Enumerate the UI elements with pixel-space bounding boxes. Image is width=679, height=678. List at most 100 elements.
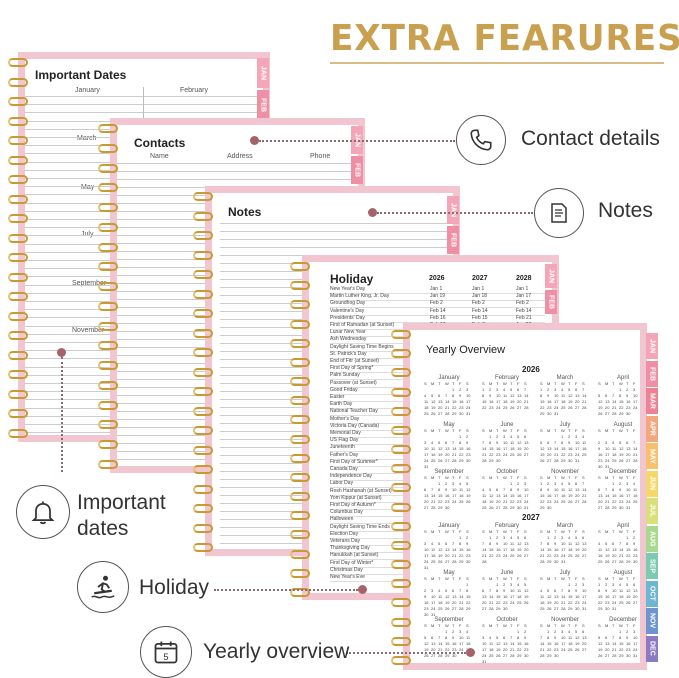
calendar-day: 25 [619,600,624,605]
tab-jan[interactable]: JAN [646,333,658,359]
calendar-day: 2 [424,588,427,593]
calendar-day: 25 [503,405,508,410]
calendar-day: 1 [612,481,615,486]
calendar-day: 10 [554,393,559,398]
calendar-day: 7 [452,440,455,445]
calendar-day: 29 [598,606,603,611]
tab-sep[interactable]: SEP [646,553,658,579]
holiday-name: Labor Day [330,480,354,487]
holiday-name: First Day of Autumn* [330,502,376,508]
tab-jan[interactable]: JAN [257,58,269,88]
calendar-day: 26 [575,553,580,558]
tab-feb[interactable]: FEB [257,90,269,120]
calendar-day: 13 [605,641,610,646]
calendar-day: 23 [633,553,638,558]
calendar-day: 20 [424,499,429,504]
spiral-ring [8,58,28,67]
calendar-day: 28 [459,606,464,611]
calendar-day: 3 [459,629,462,634]
calendar-day: 16 [626,399,631,404]
calendar-day: 3 [582,582,585,587]
calendar-day: 8 [547,635,550,640]
calendar-day: 9 [568,440,571,445]
calendar-day: 12 [466,487,471,492]
calendar-day: 14 [459,594,464,599]
tab-may[interactable]: MAY [646,443,658,469]
calendar-day: 6 [612,541,615,546]
calendar-grid: SMTWTFS123456789101112131415161718192021… [598,428,640,470]
tab-mar[interactable]: MAR [646,388,658,414]
calendar-day: 15 [496,594,501,599]
tab-jul[interactable]: JUL [646,498,658,524]
weekday-label: S [482,428,485,433]
calendar-day: 14 [612,641,617,646]
spiral-ring [98,203,118,213]
weekday-label: M [431,428,435,433]
tab-feb[interactable]: FEB [545,290,557,314]
weekday-label: T [510,529,513,534]
calendar-day: 31 [633,653,638,658]
calendar-day: 27 [598,505,603,510]
weekday-label: W [445,529,449,534]
holiday-date: Feb 2 [430,300,443,307]
calendar-day: 16 [489,399,494,404]
calendar-day: 5 [489,487,492,492]
tab-nov[interactable]: NOV [646,608,658,634]
weekday-label: T [452,529,455,534]
calendar-day: 1 [598,582,601,587]
calendar-day: 16 [554,641,559,646]
calendar-day: 28 [438,653,443,658]
holiday-name: Presidents' Day [330,314,365,321]
tab-dec[interactable]: DEC [646,635,658,662]
calendar-day: 16 [496,446,501,451]
spiral-ring [193,465,213,474]
tab-feb[interactable]: FEB [351,156,363,184]
weekday-label: M [489,529,493,534]
calendar-day: 29 [547,559,552,564]
tab-oct[interactable]: OCT [646,580,658,607]
calendar-day: 7 [554,440,557,445]
calendar-day: 28 [452,559,457,564]
calendar-day: 28 [582,499,587,504]
calendar-day: 27 [612,559,617,564]
weekday-label: F [459,576,462,581]
weekday-label: M [489,623,493,628]
calendar-day: 22 [619,647,624,652]
calendar-day: 15 [540,399,545,404]
calendar-day: 2 [547,387,550,392]
weekday-label: S [424,529,427,534]
calendar-day: 3 [503,535,506,540]
weekday-label: S [482,475,485,480]
weekday-label: F [575,381,578,386]
tab-aug[interactable]: AUG [646,525,658,552]
notes-icon [534,188,584,238]
calendar-day: 16 [554,547,559,552]
calendar-day: 16 [547,399,552,404]
calendar-icon-number: 5 [163,652,168,662]
spiral-ring [98,380,118,390]
calendar-day: 3 [554,387,557,392]
weekday-label: M [431,576,435,581]
calendar-day: 21 [554,452,559,457]
spiral-binding [391,330,411,665]
spiral-ring [391,579,411,589]
tab-apr[interactable]: APR [646,415,658,442]
calendar-day: 25 [431,559,436,564]
tab-jan[interactable]: JAN [545,264,557,288]
spiral-ring [290,300,310,310]
calendar-day: 27 [605,653,610,658]
calendar-day: 15 [540,493,545,498]
calendar-day: 8 [598,588,601,593]
calendar-day: 15 [482,399,487,404]
calendar-day: 22 [547,553,552,558]
calendar-day: 2 [633,535,636,540]
weekday-label: W [561,623,565,628]
calendar-day: 26 [575,647,580,652]
tab-jun[interactable]: JUN [646,470,658,497]
tab-feb[interactable]: FEB [646,360,658,387]
calendar-day: 13 [582,635,587,640]
tab-jan[interactable]: JAN [447,196,459,224]
tab-feb[interactable]: FEB [447,226,459,254]
